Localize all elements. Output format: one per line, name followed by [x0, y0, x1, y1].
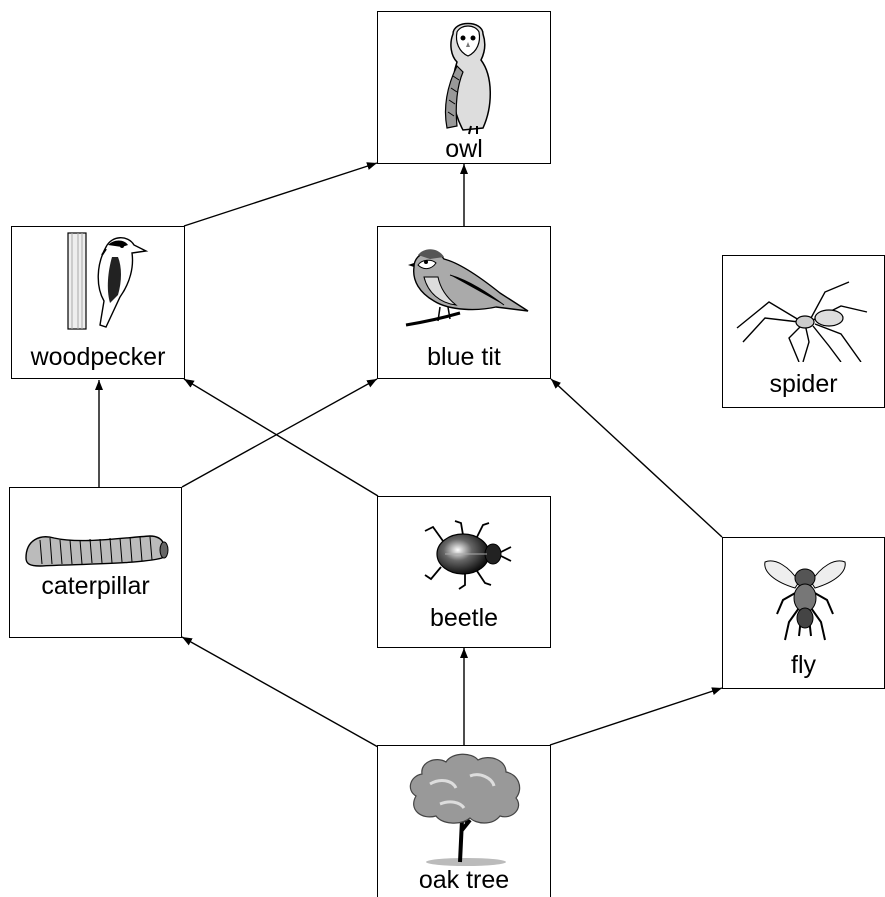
caterpillar-icon: [25, 535, 169, 567]
arrow-fly-to-blue-tit: [550, 378, 723, 538]
arrow-beetle-to-woodpecker: [183, 378, 379, 497]
fly-icon: [764, 560, 846, 641]
blue-tit-label: blue tit: [427, 343, 501, 371]
woodpecker-label: woodpecker: [30, 343, 166, 371]
owl-box: owl: [377, 11, 551, 164]
fly-box: fly: [722, 537, 885, 689]
beetle-box: beetle: [377, 496, 551, 648]
fly-label: fly: [791, 651, 816, 679]
blue-tit-icon: [405, 249, 529, 327]
spider-box: spider: [722, 255, 885, 408]
caterpillar-label: caterpillar: [41, 572, 150, 600]
owl-label: owl: [445, 135, 483, 163]
caterpillar-box: caterpillar: [9, 487, 182, 638]
arrow-oak-tree-to-fly: [549, 687, 723, 746]
arrow-caterpillar-to-blue-tit: [181, 378, 378, 488]
blue-tit-box: blue tit: [377, 226, 551, 379]
tree-icon: [409, 753, 521, 866]
spider-label: spider: [769, 370, 838, 398]
woodpecker-box: woodpecker: [11, 226, 185, 379]
arrow-oak-tree-to-caterpillar: [181, 636, 379, 748]
woodpecker-icon: [67, 232, 149, 330]
beetle-label: beetle: [429, 604, 499, 632]
spider-icon: [736, 281, 868, 362]
oak-tree-box: oak tree: [377, 745, 551, 897]
beetle-icon: [424, 520, 512, 590]
owl-icon: [444, 22, 491, 135]
arrow-woodpecker-to-owl: [183, 162, 378, 227]
oak-tree-label: oak tree: [418, 866, 510, 894]
